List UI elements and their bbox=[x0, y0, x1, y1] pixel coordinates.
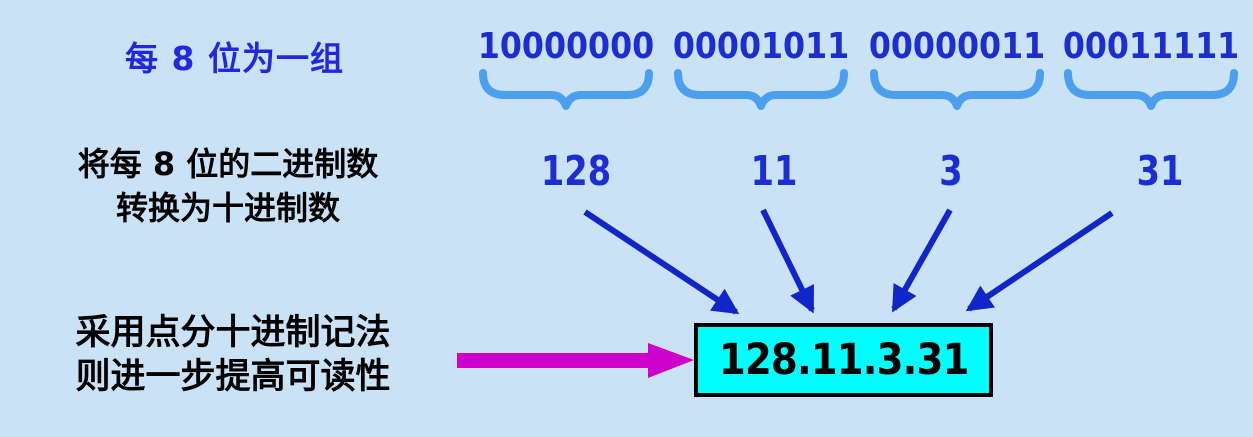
result-value: 128.11.3.31 bbox=[718, 335, 970, 385]
underbrace-icon-2 bbox=[674, 69, 848, 110]
decimal-value-3: 3 bbox=[939, 147, 963, 195]
convert-caption-line1: 将每 8 位的二进制数 bbox=[77, 145, 379, 183]
binary-octet-3: 00000011 bbox=[868, 26, 1046, 67]
result-box: 128.11.3.31 bbox=[694, 323, 993, 397]
binary-octet-4: 00011111 bbox=[1062, 26, 1240, 67]
decimal-value-1: 128 bbox=[540, 147, 612, 195]
decimal-value-4: 31 bbox=[1136, 147, 1184, 195]
decimal-arrow-icon-1 bbox=[583, 209, 740, 315]
decimal-arrow-icon-2 bbox=[760, 208, 815, 314]
underbrace-icon-4 bbox=[1064, 69, 1238, 110]
decimal-arrow-icon-4 bbox=[965, 210, 1114, 312]
underbrace-icon-3 bbox=[870, 69, 1044, 110]
binary-octet-1: 10000000 bbox=[477, 26, 655, 67]
binary-octet-2: 00001011 bbox=[672, 26, 850, 67]
dotted-decimal-caption-line2: 则进一步提高可读性 bbox=[75, 357, 391, 397]
convert-caption-line2: 转换为十进制数 bbox=[115, 189, 340, 227]
decimal-arrow-icon-3 bbox=[891, 208, 953, 313]
dotted-decimal-caption-line1: 采用点分十进制记法 bbox=[75, 313, 391, 353]
decimal-value-2: 11 bbox=[750, 147, 798, 195]
result-arrow-icon bbox=[457, 343, 694, 378]
dotted-decimal-caption: 采用点分十进制记法 则进一步提高可读性 bbox=[26, 311, 440, 399]
group-title-label: 每 8 位为一组 bbox=[125, 39, 344, 78]
convert-caption: 将每 8 位的二进制数 转换为十进制数 bbox=[28, 142, 428, 230]
underbrace-icon-1 bbox=[479, 69, 653, 110]
